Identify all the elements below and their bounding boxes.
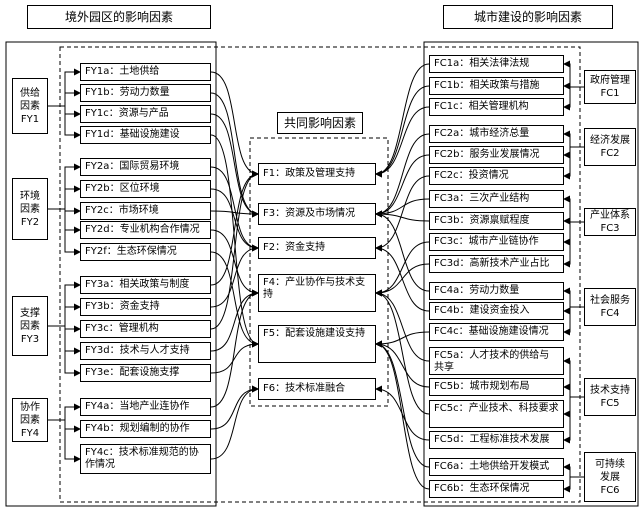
left-category-fy3: 支撑 因素 FY3 [12, 296, 48, 356]
left-category-fy1: 供给 因素 FY1 [12, 78, 48, 134]
left-item-fy3a: FY3a：相关政策与制度 [80, 276, 211, 294]
right-frame [423, 41, 639, 507]
right-item-fc4c: FC4c：基础设施建设情况 [429, 323, 564, 341]
right-item-fc1b: FC1b：相关政策与措施 [429, 77, 564, 95]
right-item-fc5b: FC5b：城市规划布局 [429, 378, 564, 396]
left-item-fy3c: FY3c：管理机构 [80, 320, 211, 338]
left-item-fy2a: FY2a：国际贸易环境 [80, 158, 211, 176]
right-item-fc5d: FC5d：工程标准技术发展 [429, 431, 564, 449]
center-factor-f3: F2：资金支持 [258, 237, 376, 259]
left-category-fy2: 环境 因素 FY2 [12, 178, 48, 240]
left-item-fy3e: FY3e：配套设施支撑 [80, 364, 211, 382]
right-item-fc6b: FC6b：生态环保情况 [429, 480, 564, 498]
right-category-fc2: 经济发展 FC2 [584, 128, 636, 166]
right-item-fc2c: FC2c：投资情况 [429, 167, 564, 185]
right-title: 城市建设的影响因素 [443, 5, 613, 29]
left-item-fy1d: FY1d：基础设施建设 [80, 126, 211, 144]
center-factor-f1: F1：政策及管理支持 [258, 163, 376, 185]
left-category-fy4: 协作 因素 FY4 [12, 398, 48, 442]
left-item-fy3b: FY3b：资金支持 [80, 298, 211, 316]
right-item-fc3d: FC3d：高新技术产业占比 [429, 255, 564, 273]
left-item-fy4a: FY4a：当地产业连协作 [80, 398, 211, 416]
right-category-fc3: 产业体系 FC3 [584, 208, 636, 236]
right-item-fc3a: FC3a：三次产业结构 [429, 190, 564, 208]
center-factor-f6: F6：技术标准融合 [258, 378, 376, 400]
left-item-fy4b: FY4b：规划编制的协作 [80, 420, 211, 438]
right-item-fc3c: FC3c：城市产业链协作 [429, 233, 564, 251]
left-item-fy3d: FY3d：技术与人才支持 [80, 342, 211, 360]
shared-dashed-frame [59, 46, 581, 503]
left-item-fy1b: FY1b：劳动力数量 [80, 84, 211, 102]
middle-title: 共同影响因素 [277, 112, 363, 134]
left-item-fy2b: FY2b：区位环境 [80, 180, 211, 198]
center-factor-f5: F5：配套设施建设支持 [258, 325, 376, 363]
right-item-fc1a: FC1a：相关法律法规 [429, 55, 564, 73]
left-item-fy2e: FY2f：生态环保情况 [80, 243, 211, 261]
left-item-fy2d: FY2d：专业机构合作情况 [80, 221, 211, 239]
right-item-fc4a: FC4a：劳动力数量 [429, 282, 564, 300]
right-item-fc2b: FC2b：服务业发展情况 [429, 146, 564, 164]
right-item-fc2a: FC2a：城市经济总量 [429, 125, 564, 143]
right-item-fc5a: FC5a：人才技术的供给与共享 [429, 347, 564, 375]
left-item-fy2c: FY2c：市场环境 [80, 202, 211, 220]
right-category-fc1: 政府管理 FC1 [584, 70, 636, 104]
center-factor-f2: F3：资源及市场情况 [258, 203, 376, 225]
center-factor-f4: F4：产业协作与技术支持 [258, 274, 376, 312]
right-item-fc5c: FC5c：产业技术、科技要求 [429, 400, 564, 428]
right-category-fc5: 技术支持 FC5 [584, 378, 636, 416]
left-title: 境外园区的影响因素 [27, 5, 211, 29]
left-item-fy1a: FY1a：土地供给 [80, 63, 211, 81]
right-item-fc1c: FC1c：相关管理机构 [429, 98, 564, 116]
right-category-fc4: 社会服务 FC4 [584, 288, 636, 326]
left-item-fy1c: FY1c：资源与产品 [80, 105, 211, 123]
right-category-fc6: 可持续 发展 FC6 [584, 452, 636, 502]
right-item-fc6a: FC6a：土地供给开发模式 [429, 458, 564, 476]
right-item-fc4b: FC4b：建设资金投入 [429, 302, 564, 320]
right-item-fc3b: FC3b：资源禀赋程度 [429, 212, 564, 230]
left-frame [5, 41, 217, 507]
left-item-fy4c: FY4c：技术标准规范的协作情况 [80, 444, 211, 474]
